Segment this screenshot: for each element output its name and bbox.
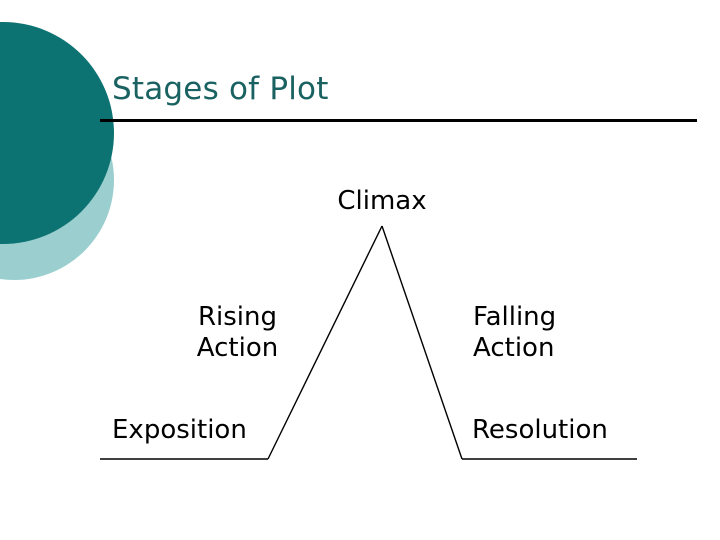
label-climax: Climax	[337, 186, 427, 216]
falling-action-line	[381, 225, 463, 460]
label-exposition: Exposition	[112, 415, 247, 445]
label-falling-action: Falling Action	[473, 302, 557, 363]
title-divider	[100, 119, 697, 122]
rising-action-line	[267, 225, 383, 460]
label-resolution: Resolution	[472, 415, 608, 445]
page-title: Stages of Plot	[112, 71, 329, 107]
label-rising-action: Rising Action	[196, 302, 279, 363]
